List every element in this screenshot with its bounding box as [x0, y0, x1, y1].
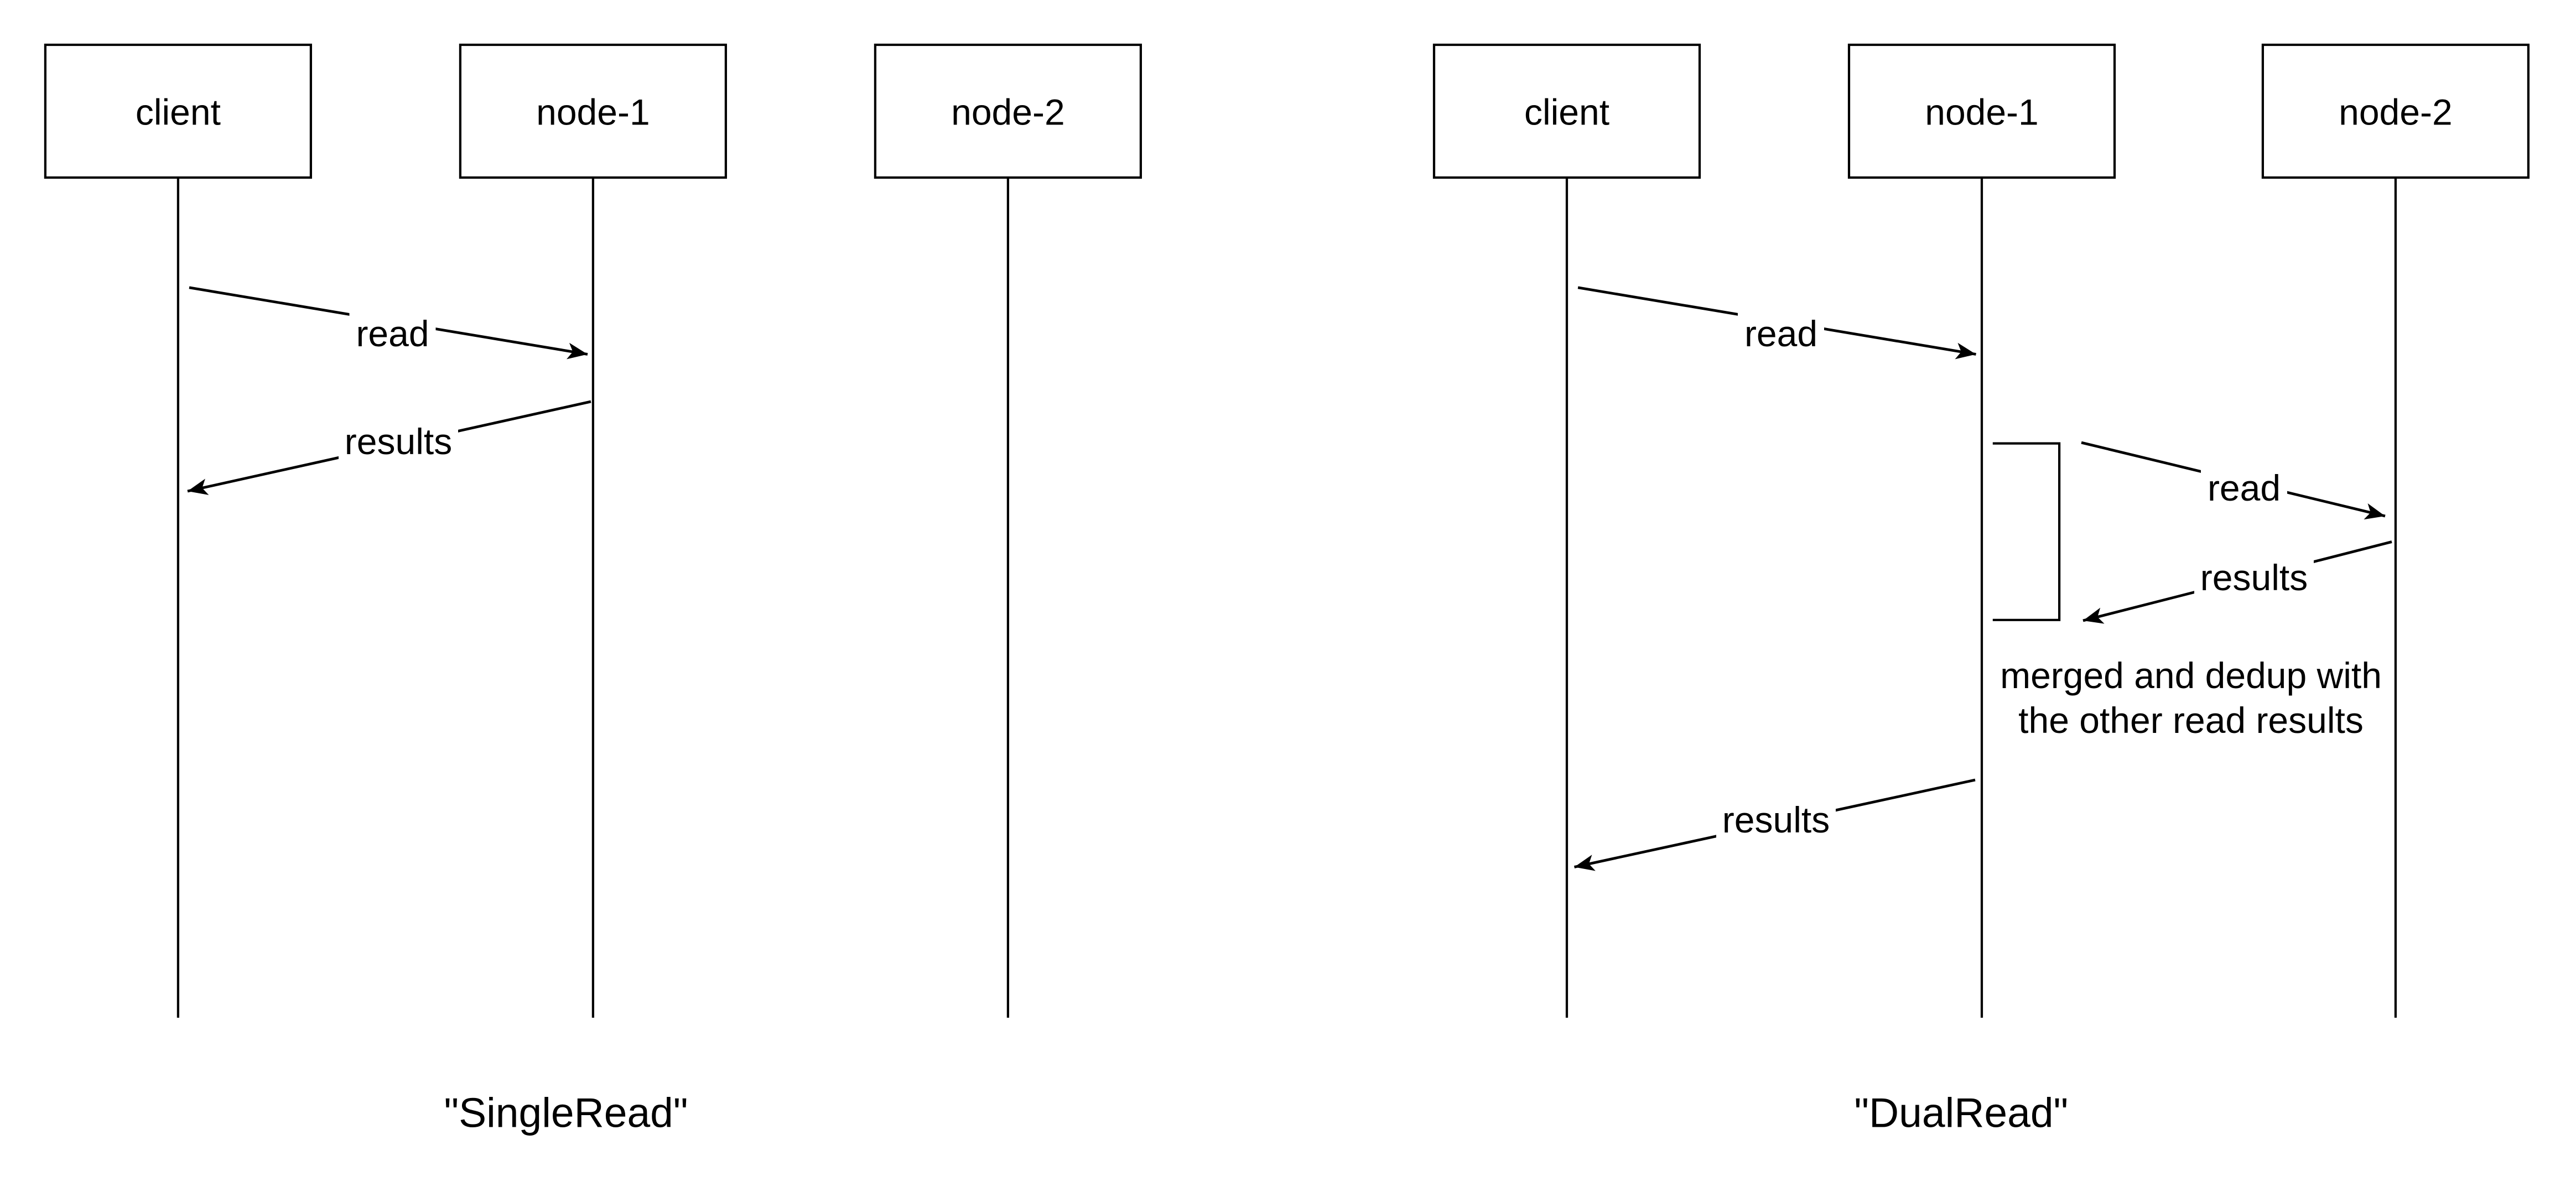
actor-box: [2261, 43, 2530, 179]
actor-label-node-1: node-1: [1925, 92, 2039, 133]
label-mask: [339, 420, 458, 464]
message-label-read: read: [2208, 467, 2281, 508]
message-label-results: results: [345, 421, 452, 462]
message-results-client: results: [1573, 778, 1976, 871]
actor-node-1: node-1: [1847, 43, 2116, 179]
actor-client: client: [44, 43, 312, 179]
activation-bracket: [1992, 442, 2061, 621]
label-mask: [1716, 798, 1836, 842]
message-results: results: [187, 400, 591, 495]
actor-box: [1847, 43, 2116, 179]
label-mask: [2194, 556, 2314, 600]
diagram-dualread: client node-1 node-2 read read resu: [1432, 43, 2530, 1136]
actor-label-client: client: [136, 92, 221, 133]
actor-client: client: [1432, 43, 1701, 179]
message-label-results: results: [2200, 557, 2308, 598]
actor-label-node-2: node-2: [951, 92, 1065, 133]
message-label-results: results: [1722, 799, 1830, 840]
message-results-node2: results: [2082, 540, 2392, 624]
label-mask: [349, 312, 436, 356]
message-label-read: read: [1744, 313, 1817, 354]
note-merged-dedup: merged and dedup with the other read res…: [2000, 655, 2382, 741]
actor-label-node-1: node-1: [536, 92, 650, 133]
actor-label-client: client: [1524, 92, 1609, 133]
message-read: read: [189, 286, 588, 360]
message-read-1: read: [1577, 286, 1976, 360]
diagram-caption-singleread: "SingleRead": [444, 1090, 688, 1136]
actor-node-1: node-1: [459, 43, 727, 179]
actor-label-node-2: node-2: [2339, 92, 2453, 133]
actor-box: [44, 43, 312, 179]
note-line-1: merged and dedup with: [2000, 655, 2382, 696]
actor-box: [1432, 43, 1701, 179]
actor-node-2: node-2: [2261, 43, 2530, 179]
message-read-2: read: [2081, 441, 2386, 520]
diagram-singleread: client node-1 node-2 read results "Singl…: [44, 43, 1142, 1136]
diagram-caption-dualread: "DualRead": [1854, 1090, 2068, 1136]
label-mask: [2201, 466, 2287, 510]
actor-box: [874, 43, 1142, 179]
note-line-2: the other read results: [2018, 700, 2364, 741]
actor-node-2: node-2: [874, 43, 1142, 179]
label-mask: [1738, 312, 1824, 356]
actor-box: [459, 43, 727, 179]
message-label-read: read: [356, 313, 429, 354]
